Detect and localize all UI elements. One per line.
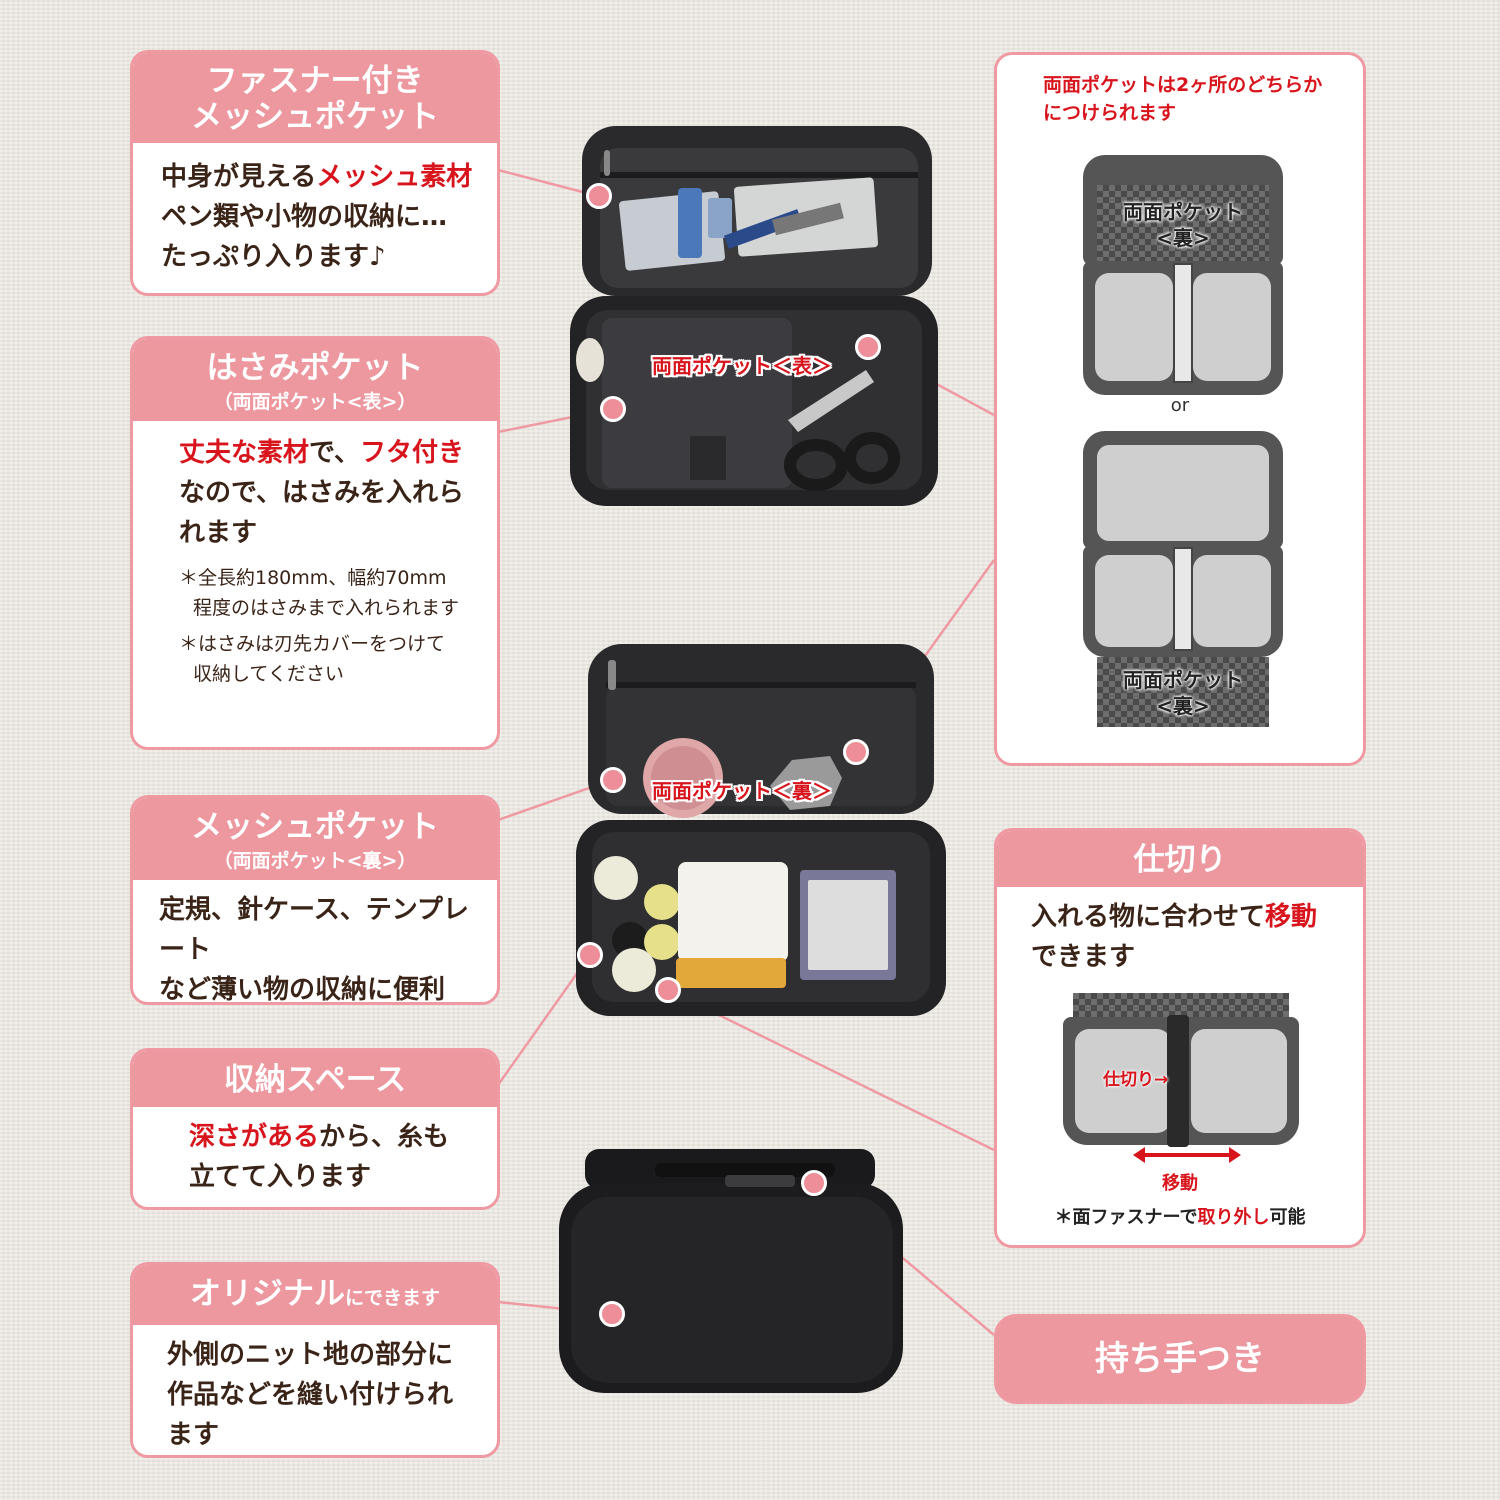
dot-mesh-zip xyxy=(586,183,612,209)
line1-pre: 中身が見える xyxy=(161,162,317,192)
note2: ＊はさみは刃先カバーをつけて 収納してください xyxy=(179,629,479,689)
line1-red: 移動 xyxy=(1265,902,1318,932)
card-mesh-zip-pocket-title: ファスナー付き メッシュポケット xyxy=(133,53,497,143)
note1a: ＊全長約180mm、幅約70mm xyxy=(179,567,447,589)
line3: ます xyxy=(167,1420,220,1450)
diagram2-label: 両面ポケット <裏> xyxy=(1123,668,1243,718)
card-storage-space-title: 収納スペース xyxy=(133,1051,497,1107)
title: はさみポケット xyxy=(206,350,424,386)
red: 深さがある xyxy=(189,1122,320,1152)
title-big: オリジナル xyxy=(189,1276,345,1312)
front-pocket-label: 両面ポケット＜表＞ xyxy=(652,354,832,378)
card-divider: 仕切り 入れる物に合わせて移動 できます 仕切り→ 移動 ＊面ファスナーで取り外… xyxy=(994,828,1366,1248)
line2: につけられます xyxy=(1043,102,1177,124)
diagram-pocket-on-lid: 両面ポケット <裏> xyxy=(1083,155,1283,395)
note1b: 程度のはさみまで入れられます xyxy=(193,597,460,619)
line1-red: メッシュ素材 xyxy=(316,162,473,192)
line2: など薄い物の収納に便利 xyxy=(159,975,446,1005)
dot-storage xyxy=(577,942,603,968)
note2a: ＊はさみは刃先カバーをつけて xyxy=(179,633,446,655)
line1: 両面ポケットは2ヶ所のどちらか xyxy=(1043,74,1323,96)
card-double-pocket: 両面ポケットは2ヶ所のどちらか につけられます 両面ポケット <裏> or 両面… xyxy=(994,52,1366,766)
card-mesh-zip-pocket-body: 中身が見えるメッシュ素材 ペン類や小物の収納に… たっぷり入ります♪ xyxy=(133,143,497,289)
subtitle: （両面ポケット<表>） xyxy=(213,391,417,413)
divider-note: ＊面ファスナーで取り外し可能 xyxy=(1054,1207,1306,1228)
diagram1-label: 両面ポケット <裏> xyxy=(1123,200,1243,250)
or-label: or xyxy=(1170,395,1190,416)
diagram-pocket-on-base: 両面ポケット <裏> xyxy=(1083,431,1283,731)
line2: 立てて入ります xyxy=(189,1162,372,1192)
line1: 外側のニット地の部分に xyxy=(167,1340,454,1370)
arrow-left-icon xyxy=(1133,1147,1145,1163)
card-scissors-pocket-title: はさみポケット （両面ポケット<表>） xyxy=(133,339,497,421)
dot-scissors xyxy=(600,396,626,422)
back-pocket-label: 両面ポケット＜裏＞ xyxy=(652,779,832,803)
card-storage-space: 収納スペース 深さがあるから、糸も 立てて入ります xyxy=(130,1048,500,1210)
pouch-closed-photo xyxy=(559,1149,903,1393)
card-mesh-pocket: メッシュポケット （両面ポケット<裏>） 定規、針ケース、テンプレート など薄い… xyxy=(130,795,500,1005)
card-mesh-pocket-title: メッシュポケット （両面ポケット<裏>） xyxy=(133,798,497,880)
dot-mesh xyxy=(600,767,626,793)
card-scissors-pocket: はさみポケット （両面ポケット<表>） 丈夫な素材で、フタ付き なので、はさみを… xyxy=(130,336,500,750)
card-original-title: オリジナルにできます xyxy=(133,1265,497,1325)
card-original: オリジナルにできます 外側のニット地の部分に 作品などを縫い付けられ ます xyxy=(130,1262,500,1458)
line2: ペン類や小物の収納に… xyxy=(161,202,448,232)
dot-original xyxy=(599,1301,625,1327)
note2b: 収納してください xyxy=(193,663,344,685)
card-storage-space-body: 深さがあるから、糸も 立てて入ります xyxy=(133,1107,497,1207)
double-pocket-text: 両面ポケットは2ヶ所のどちらか につけられます xyxy=(1043,71,1322,127)
line2: 作品などを縫い付けられ xyxy=(167,1380,454,1410)
dot-front-pocket xyxy=(855,334,881,360)
title-small: にできます xyxy=(344,1287,440,1309)
pouch-open-top-photo xyxy=(570,126,938,506)
line1-post: から、糸も xyxy=(319,1122,450,1152)
dot-back-pocket xyxy=(843,739,869,765)
handle-label: 持ち手つき xyxy=(994,1314,1366,1404)
title-line2: メッシュポケット xyxy=(191,99,439,135)
divider-diagram: 仕切り→ xyxy=(1063,993,1299,1149)
dot-handle xyxy=(801,1170,827,1196)
dot-divider xyxy=(655,977,681,1003)
red2: フタ付き xyxy=(359,438,464,468)
line2: できます xyxy=(1031,942,1136,972)
card-scissors-pocket-body: 丈夫な素材で、フタ付き なので、はさみを入れら れます ＊全長約180mm、幅約… xyxy=(133,421,497,701)
card-original-body: 外側のニット地の部分に 作品などを縫い付けられ ます xyxy=(133,1325,497,1455)
arrow-right-icon xyxy=(1229,1147,1241,1163)
line3: れます xyxy=(179,518,258,548)
red1: 丈夫な素材 xyxy=(179,438,310,468)
mid1: で、 xyxy=(309,438,360,468)
line3: たっぷり入ります♪ xyxy=(161,242,386,272)
pouch-open-bottom-photo xyxy=(576,644,946,1016)
line1-pre: 入れる物に合わせて xyxy=(1031,902,1266,932)
card-divider-body: 入れる物に合わせて移動 できます xyxy=(997,887,1363,989)
card-mesh-pocket-body: 定規、針ケース、テンプレート など薄い物の収納に便利 xyxy=(133,880,497,1005)
line1: 定規、針ケース、テンプレート xyxy=(159,895,469,965)
note1: ＊全長約180mm、幅約70mm 程度のはさみまで入れられます xyxy=(179,563,479,623)
subtitle: （両面ポケット<裏>） xyxy=(213,850,417,872)
divider-label: 仕切り→ xyxy=(1103,1070,1169,1090)
move-label: 移動 xyxy=(1162,1173,1198,1194)
card-mesh-zip-pocket: ファスナー付き メッシュポケット 中身が見えるメッシュ素材 ペン類や小物の収納に… xyxy=(130,50,500,296)
move-arrow xyxy=(1137,1153,1233,1157)
card-divider-title: 仕切り xyxy=(997,831,1363,887)
title: メッシュポケット xyxy=(191,809,439,845)
line2: なので、はさみを入れら xyxy=(179,478,464,508)
title-line1: ファスナー付き xyxy=(206,63,424,99)
